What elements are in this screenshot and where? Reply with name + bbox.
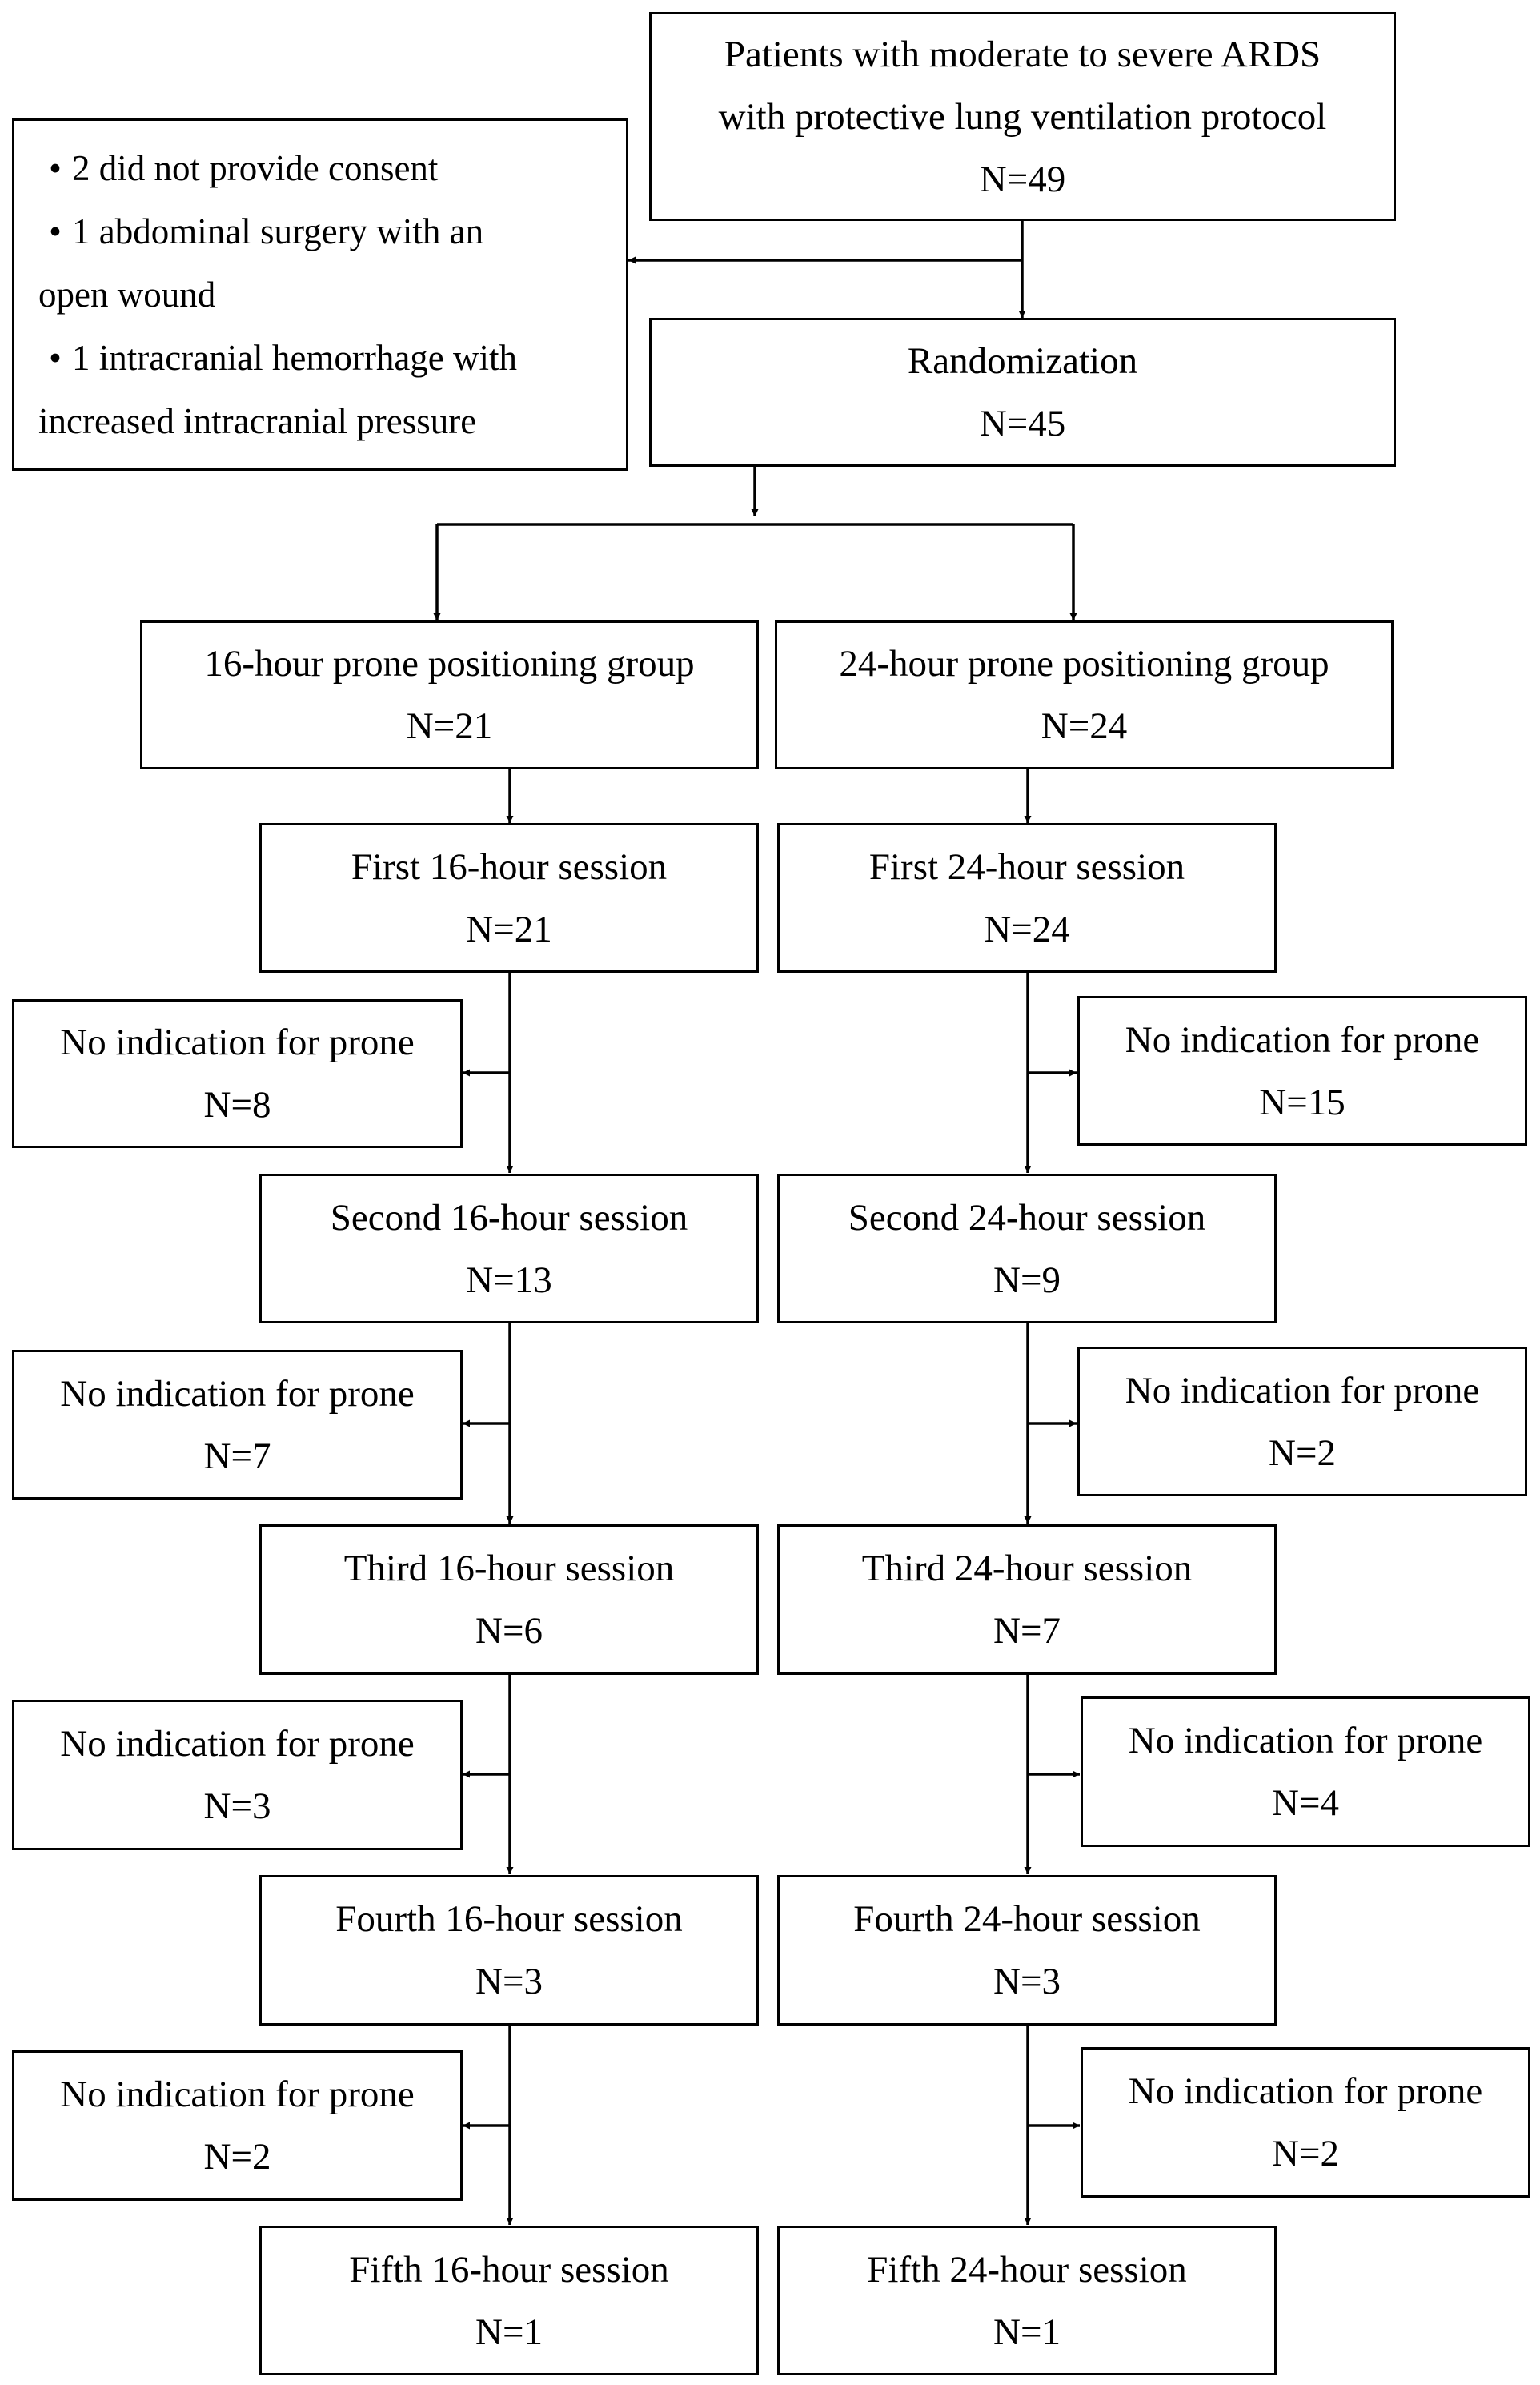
session-24h-2: Second 24-hour session N=9 xyxy=(777,1174,1277,1323)
dropout-label: No indication for prone xyxy=(1125,1018,1480,1061)
session-count: N=24 xyxy=(984,908,1070,950)
session-count: N=21 xyxy=(466,908,552,950)
group-16h-label: 16-hour prone positioning group xyxy=(204,643,695,685)
dropout-label: No indication for prone xyxy=(1128,2070,1483,2112)
session-label: Third 16-hour session xyxy=(343,1548,675,1589)
dropout-24h-1: No indication for prone N=15 xyxy=(1077,996,1527,1146)
exclusion-box: •2 did not provide consent •1 abdominal … xyxy=(12,118,628,471)
randomization-label: Randomization xyxy=(907,340,1138,382)
dropout-count: N=2 xyxy=(1269,1431,1336,1474)
dropout-label: No indication for prone xyxy=(60,1022,415,1063)
session-count: N=6 xyxy=(475,1610,543,1652)
group-24h-count: N=24 xyxy=(1041,705,1128,747)
dropout-count: N=2 xyxy=(203,2136,271,2178)
dropout-count: N=7 xyxy=(203,1435,271,1477)
session-count: N=7 xyxy=(993,1610,1061,1652)
dropout-24h-4: No indication for prone N=2 xyxy=(1081,2047,1530,2198)
exclusion-item: •2 did not provide consent xyxy=(38,137,438,200)
dropout-16h-4: No indication for prone N=2 xyxy=(12,2050,463,2201)
enrollment-box: Patients with moderate to severe ARDS wi… xyxy=(649,12,1396,221)
dropout-label: No indication for prone xyxy=(60,2074,415,2115)
exclusion-text: 1 intracranial hemorrhage with xyxy=(72,337,518,378)
group-24h-label: 24-hour prone positioning group xyxy=(839,643,1329,685)
exclusion-text: 1 abdominal surgery with an xyxy=(72,211,484,251)
session-16h-3: Third 16-hour session N=6 xyxy=(259,1524,759,1675)
session-count: N=1 xyxy=(475,2311,543,2353)
session-label: Fourth 16-hour session xyxy=(335,1898,683,1940)
dropout-label: No indication for prone xyxy=(60,1372,415,1415)
dropout-24h-2: No indication for prone N=2 xyxy=(1077,1347,1527,1496)
group-24h-box: 24-hour prone positioning group N=24 xyxy=(775,620,1394,769)
session-24h-5: Fifth 24-hour session N=1 xyxy=(777,2226,1277,2375)
randomization-box: Randomization N=45 xyxy=(649,318,1396,467)
session-count: N=3 xyxy=(475,1961,543,2002)
bullet-icon: • xyxy=(49,211,62,251)
session-16h-1: First 16-hour session N=21 xyxy=(259,823,759,973)
dropout-16h-3: No indication for prone N=3 xyxy=(12,1700,463,1850)
session-label: First 24-hour session xyxy=(868,845,1185,888)
dropout-count: N=3 xyxy=(203,1785,271,1827)
session-label: First 16-hour session xyxy=(351,845,668,888)
dropout-count: N=2 xyxy=(1272,2133,1339,2174)
session-count: N=3 xyxy=(993,1961,1061,2002)
bullet-icon: • xyxy=(49,337,62,378)
session-16h-2: Second 16-hour session N=13 xyxy=(259,1174,759,1323)
session-label: Fifth 16-hour session xyxy=(349,2248,669,2291)
group-16h-count: N=21 xyxy=(406,705,493,747)
randomization-count: N=45 xyxy=(979,403,1066,444)
exclusion-item: •1 intracranial hemorrhage with xyxy=(38,327,517,390)
dropout-label: No indication for prone xyxy=(1125,1369,1480,1411)
group-16h-box: 16-hour prone positioning group N=21 xyxy=(140,620,759,769)
session-24h-1: First 24-hour session N=24 xyxy=(777,823,1277,973)
enrollment-line-2: with protective lung ventilation protoco… xyxy=(718,95,1327,138)
dropout-count: N=8 xyxy=(203,1084,271,1126)
dropout-16h-1: No indication for prone N=8 xyxy=(12,999,463,1148)
bullet-icon: • xyxy=(49,147,62,188)
enrollment-line-1: Patients with moderate to severe ARDS xyxy=(724,33,1321,75)
dropout-count: N=4 xyxy=(1272,1782,1339,1824)
session-count: N=9 xyxy=(993,1259,1061,1301)
exclusion-text: 2 did not provide consent xyxy=(72,147,439,188)
dropout-label: No indication for prone xyxy=(1128,1720,1483,1761)
session-24h-4: Fourth 24-hour session N=3 xyxy=(777,1875,1277,2026)
dropout-16h-2: No indication for prone N=7 xyxy=(12,1350,463,1500)
session-count: N=13 xyxy=(466,1259,552,1301)
session-16h-5: Fifth 16-hour session N=1 xyxy=(259,2226,759,2375)
session-label: Second 16-hour session xyxy=(330,1196,688,1239)
session-label: Third 24-hour session xyxy=(861,1548,1193,1589)
dropout-label: No indication for prone xyxy=(60,1723,415,1765)
session-label: Fourth 24-hour session xyxy=(853,1898,1201,1940)
exclusion-item: •1 abdominal surgery with an xyxy=(38,200,483,263)
session-label: Fifth 24-hour session xyxy=(867,2248,1187,2291)
session-24h-3: Third 24-hour session N=7 xyxy=(777,1524,1277,1675)
enrollment-count: N=49 xyxy=(979,158,1066,200)
session-count: N=1 xyxy=(993,2311,1061,2353)
exclusion-text-cont: open wound xyxy=(38,274,216,315)
session-label: Second 24-hour session xyxy=(848,1196,1206,1239)
dropout-24h-3: No indication for prone N=4 xyxy=(1081,1696,1530,1847)
session-16h-4: Fourth 16-hour session N=3 xyxy=(259,1875,759,2026)
dropout-count: N=15 xyxy=(1259,1081,1345,1123)
exclusion-text-cont: increased intracranial pressure xyxy=(38,400,477,441)
